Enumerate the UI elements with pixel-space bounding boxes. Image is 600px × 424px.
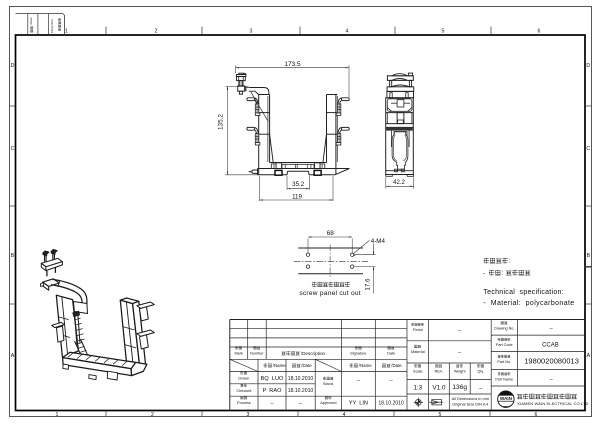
svg-text:B: B bbox=[11, 253, 15, 259]
svg-text:Number: Number bbox=[250, 351, 264, 355]
svg-text:All Dimensions in mm: All Dimensions in mm bbox=[452, 396, 489, 401]
svg-text:/Date: /Date bbox=[301, 363, 312, 368]
svg-text:Checked: Checked bbox=[236, 389, 251, 393]
svg-text:Part Code: Part Code bbox=[496, 343, 513, 347]
svg-text:Filing Clerk: Filing Clerk bbox=[50, 18, 54, 33]
svg-text:WAIN: WAIN bbox=[500, 396, 513, 401]
svg-text:–: – bbox=[270, 401, 274, 407]
svg-text:Weight: Weight bbox=[454, 369, 467, 373]
svg-text:Part Name: Part Name bbox=[495, 377, 513, 381]
svg-text:–: – bbox=[479, 385, 483, 391]
svg-text:/Description: /Description bbox=[301, 351, 326, 356]
svg-text:–: – bbox=[550, 326, 554, 332]
svg-text:Process: Process bbox=[237, 401, 251, 405]
svg-text:/Date: /Date bbox=[391, 363, 402, 368]
svg-text:4: 4 bbox=[346, 29, 349, 35]
svg-text:135.2: 135.2 bbox=[218, 114, 225, 130]
svg-text:V1.0: V1.0 bbox=[432, 384, 446, 391]
svg-text:5: 5 bbox=[439, 412, 442, 418]
svg-text:/Name: /Name bbox=[359, 363, 372, 368]
svg-text:6: 6 bbox=[538, 29, 541, 35]
svg-text:1: 1 bbox=[56, 412, 59, 418]
svg-text:REV.: REV. bbox=[435, 369, 444, 373]
svg-text:3: 3 bbox=[247, 412, 250, 418]
svg-text:Approved: Approved bbox=[320, 401, 336, 405]
svg-text:42.2: 42.2 bbox=[393, 180, 405, 186]
svg-text:Date: Date bbox=[387, 351, 395, 355]
svg-text:BQ LUO: BQ LUO bbox=[261, 376, 284, 382]
svg-text:–: – bbox=[390, 378, 394, 384]
svg-text:18.10.2010: 18.10.2010 bbox=[288, 388, 314, 394]
svg-text:4: 4 bbox=[343, 412, 346, 418]
svg-text:XIAMEN WAIN ELECTRICAL CO.LTD: XIAMEN WAIN ELECTRICAL CO.LTD bbox=[517, 401, 588, 406]
svg-text:–: – bbox=[299, 401, 303, 407]
svg-text:Drawing No.: Drawing No. bbox=[494, 326, 514, 330]
svg-text:1980020080013: 1980020080013 bbox=[524, 356, 579, 365]
svg-text:Original Size DIN A 4: Original Size DIN A 4 bbox=[452, 402, 489, 407]
svg-text:CCAB: CCAB bbox=[542, 342, 559, 348]
svg-text:A: A bbox=[11, 353, 15, 359]
svg-text:18.10.2010: 18.10.2010 bbox=[378, 401, 404, 407]
svg-text:173.5: 173.5 bbox=[285, 61, 301, 68]
svg-text:17.6: 17.6 bbox=[365, 278, 372, 291]
svg-text:YY LIN: YY LIN bbox=[349, 401, 368, 407]
svg-text:Finish: Finish bbox=[413, 328, 423, 332]
svg-text:B: B bbox=[587, 253, 591, 259]
svg-text:2: 2 bbox=[155, 29, 158, 35]
svg-text:–: – bbox=[458, 350, 462, 356]
svg-text:–: – bbox=[458, 328, 462, 334]
svg-text:Signature: Signature bbox=[350, 351, 366, 355]
svg-text:A: A bbox=[587, 353, 591, 359]
svg-text:Scale: Scale bbox=[413, 369, 423, 373]
svg-text:Technical specification:: Technical specification: bbox=[483, 289, 564, 296]
svg-text:4-M4: 4-M4 bbox=[371, 238, 386, 245]
svg-text:screw panel cut out: screw panel cut out bbox=[299, 290, 361, 297]
svg-text:–: – bbox=[357, 378, 361, 384]
svg-text:136g: 136g bbox=[452, 384, 467, 391]
svg-text:/Date: /Date bbox=[29, 17, 33, 25]
svg-text:35.2: 35.2 bbox=[292, 181, 305, 188]
svg-text:3: 3 bbox=[250, 29, 253, 35]
svg-text:P RAO: P RAO bbox=[263, 388, 283, 394]
svg-text:–: – bbox=[550, 376, 554, 382]
svg-text:D: D bbox=[11, 63, 15, 69]
svg-text:Part No.: Part No. bbox=[497, 360, 511, 364]
svg-text:18.10.2010: 18.10.2010 bbox=[288, 376, 314, 382]
svg-text:D: D bbox=[586, 63, 590, 69]
svg-text:Qty.: Qty. bbox=[477, 369, 484, 373]
svg-text:Mark: Mark bbox=[234, 351, 243, 355]
svg-text:/Name: /Name bbox=[273, 363, 286, 368]
svg-text:C: C bbox=[11, 146, 15, 152]
svg-text:1:3: 1:3 bbox=[413, 384, 422, 391]
svg-text:119: 119 bbox=[292, 193, 302, 200]
svg-text:68: 68 bbox=[327, 230, 335, 237]
svg-text:- Material: polycarbonate: - Material: polycarbonate bbox=[483, 300, 574, 307]
svg-text:C: C bbox=[586, 146, 590, 152]
svg-text:6: 6 bbox=[535, 412, 538, 418]
svg-text:2: 2 bbox=[151, 412, 154, 418]
svg-text:Drawn: Drawn bbox=[238, 376, 249, 380]
svg-text:-: - bbox=[483, 270, 485, 277]
svg-text:Stand.: Stand. bbox=[323, 382, 334, 386]
svg-text:1: 1 bbox=[65, 29, 68, 35]
svg-text:Material: Material bbox=[411, 350, 425, 354]
svg-text:5: 5 bbox=[442, 29, 445, 35]
